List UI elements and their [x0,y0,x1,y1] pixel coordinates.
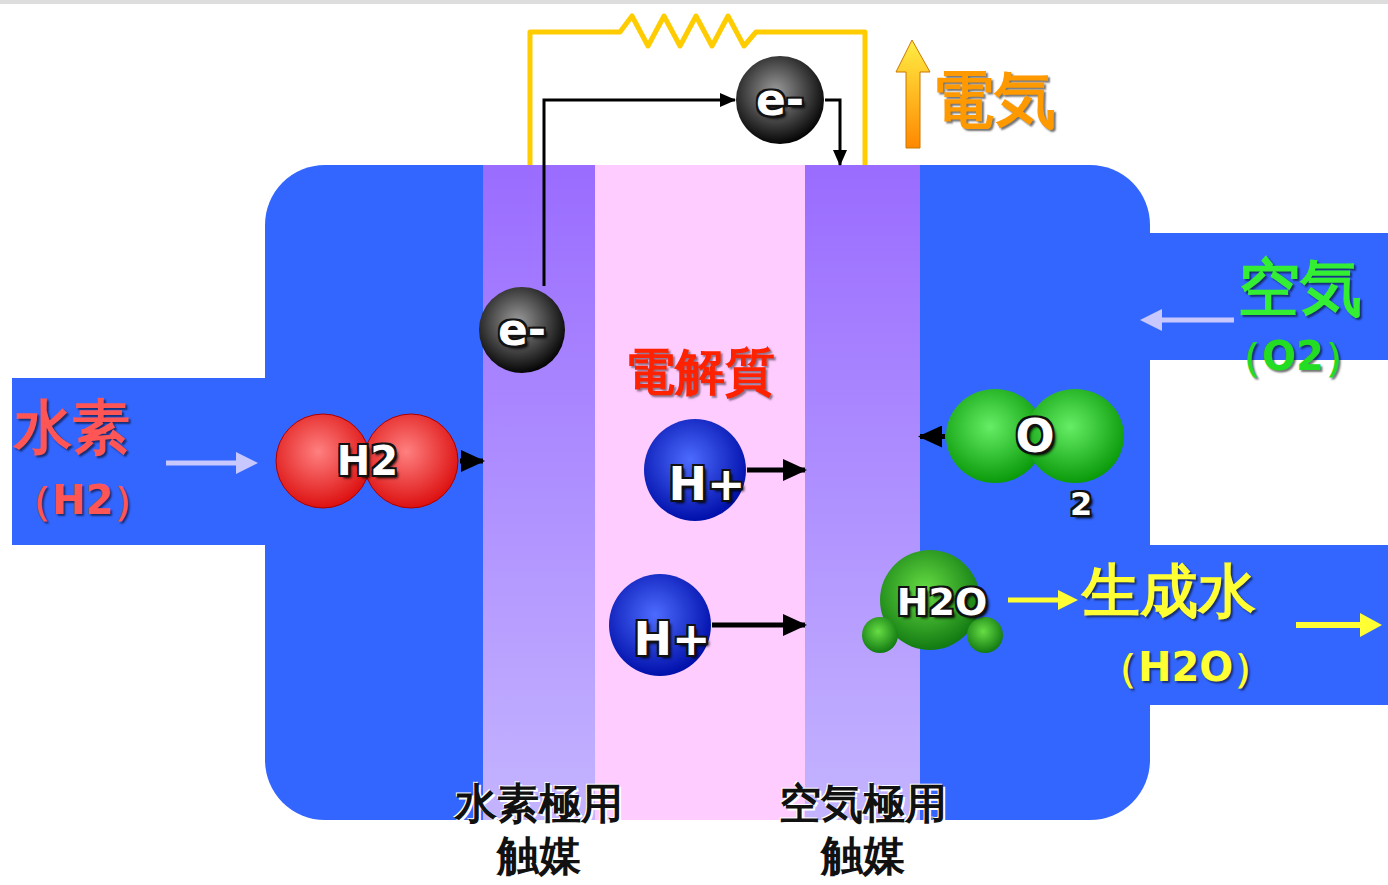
electron-flow-arrow [825,100,840,165]
top-rule [0,0,1388,4]
flow-arrow [712,623,805,628]
inlet-label: 水素 [14,396,130,460]
outlet-label: 生成水 [1082,560,1256,624]
layer-title: 電解質 [625,345,775,400]
subscript-number: 2 [1070,487,1092,522]
flow-arrow [920,434,945,439]
catalyst-caption: 水素極用 触媒 [429,778,649,882]
line-part [1008,598,1060,603]
molecule-symbol: O [1015,411,1054,462]
line-part [1296,622,1362,628]
electron-ball [736,56,824,144]
proton-ball [644,419,746,521]
molecule-symbol: H+ [633,614,710,665]
proton: H+ [643,418,747,522]
molecule-symbol: e- [756,76,804,124]
flow-arrow [460,459,483,464]
formula-label: （O2） [1222,334,1364,378]
atom-ball [862,617,898,653]
molecule-symbol: H+ [668,459,745,510]
polygon-part [1360,613,1382,637]
electron: e- [735,55,825,145]
flow-arrow [747,468,805,473]
hydrogen-inflow-arrow [166,452,258,474]
electrolyte-layer [595,165,805,820]
polygon-part [236,452,258,474]
line-part [1160,318,1234,323]
molecule-symbol: H2 [337,439,398,483]
hydrogen-inlet [12,378,282,545]
water-molecule: H2O [862,550,1010,656]
electron-flow-arrow [544,100,735,286]
electricity-arrow [896,40,930,148]
cathode-catalyst-layer [805,165,920,820]
electrolyte: 電解質 H+ H+ [595,165,805,820]
cell-housing [265,165,1150,820]
hydrogen-molecule: H2 [275,412,460,510]
electron-ball [479,287,565,373]
electricity-label: 電気 [932,66,1056,134]
molecule-symbol: H2O [897,582,988,624]
line-part [166,461,240,466]
air-inflow-arrow [1140,309,1234,331]
electron: e- [478,286,566,374]
anode-catalyst: 水素極用 触媒e- [483,165,595,820]
cathode-catalyst: 空気極用 触媒 [805,165,920,820]
proton: H+ [608,573,712,677]
oxygen-molecule: O2 [945,388,1125,485]
catalyst-caption: 空気極用 触媒 [753,778,973,882]
anode-catalyst-layer [483,165,595,820]
molecule-symbol: e- [498,306,546,354]
external-circuit-wire [530,16,865,165]
proton-ball [609,574,711,676]
formula-label: （H2O） [1098,645,1273,689]
inlet-label: 空気 [1238,254,1362,322]
formula-label: （H2） [12,478,153,522]
polygon-part [1140,309,1162,331]
polygon-part [1058,590,1078,610]
